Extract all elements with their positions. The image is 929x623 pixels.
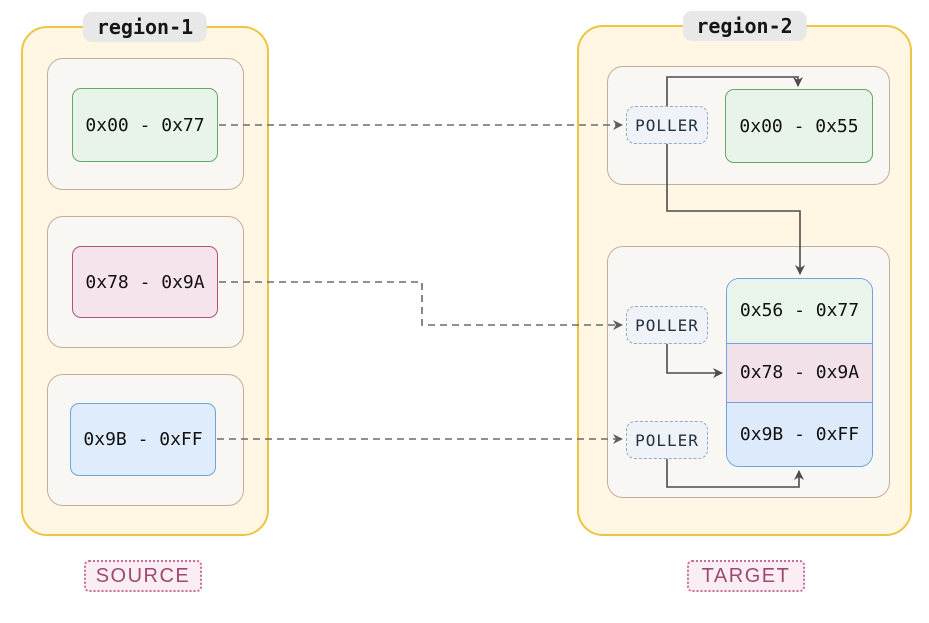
source-role-badge: SOURCE <box>84 560 202 592</box>
target-block-0x78-0x9A: 0x78 - 0x9A <box>727 342 872 403</box>
poller-2: POLLER <box>626 306 708 344</box>
region-source-title: region-1 <box>82 12 208 42</box>
source-block-0x9B-0xFF: 0x9B - 0xFF <box>70 403 216 476</box>
arrow-src2-to-poller2 <box>219 281 623 330</box>
source-block-0x78-0x9A: 0x78 - 0x9A <box>72 246 218 318</box>
poller-3: POLLER <box>626 421 708 459</box>
target-role-badge: TARGET <box>687 560 805 592</box>
target-stack: 0x56 - 0x77 0x78 - 0x9A 0x9B - 0xFF <box>726 278 873 467</box>
region-target-title: region-2 <box>682 11 807 41</box>
target-block-0x00-0x55: 0x00 - 0x55 <box>725 89 873 163</box>
poller-1: POLLER <box>626 106 708 144</box>
target-block-0x9B-0xFF: 0x9B - 0xFF <box>727 402 872 466</box>
source-block-0x00-0x77: 0x00 - 0x77 <box>72 88 218 162</box>
target-block-0x56-0x77: 0x56 - 0x77 <box>727 279 872 343</box>
